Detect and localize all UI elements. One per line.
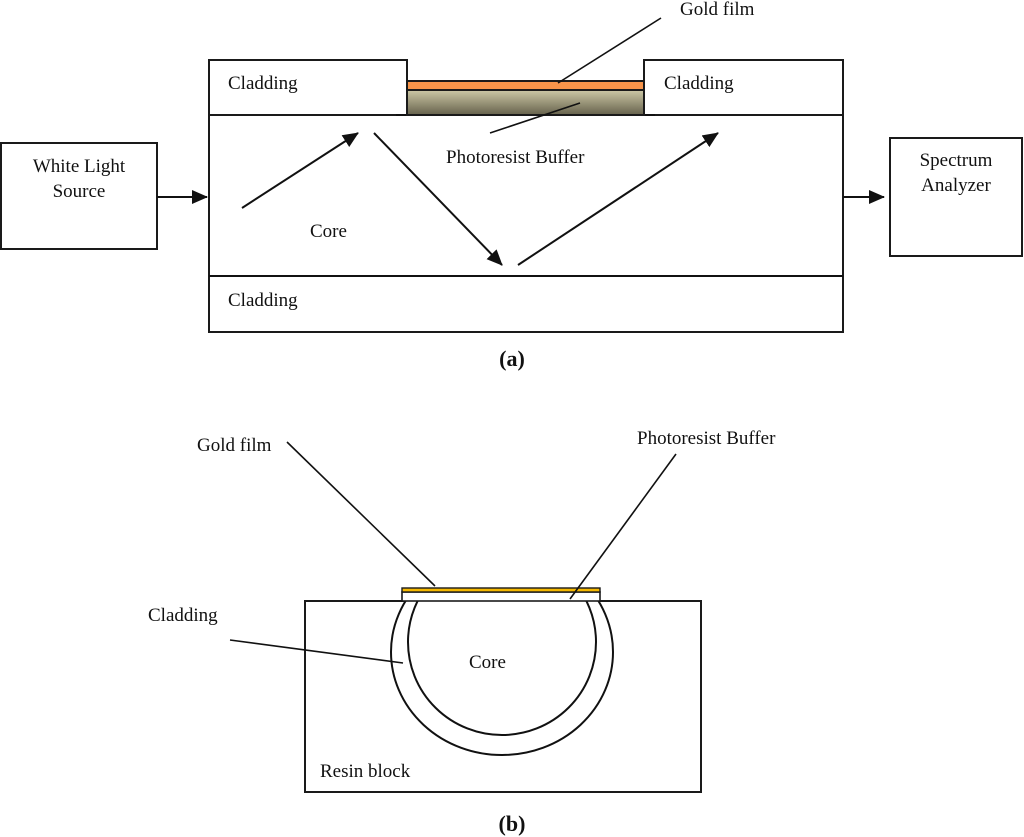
analyzer-label-line2: Analyzer xyxy=(921,175,991,196)
label-core-b: Core xyxy=(469,652,506,673)
gold-film-pointer-b xyxy=(286,441,436,587)
source-label-line2: Source xyxy=(53,181,106,202)
label-cladding-top-left: Cladding xyxy=(228,73,298,94)
label-cladding-bottom: Cladding xyxy=(228,290,298,311)
cladding-top-left-box xyxy=(208,59,408,116)
source-label-line1: White Light xyxy=(33,156,126,177)
light-ray-arrow-3 xyxy=(517,132,719,266)
cladding-pointer-b xyxy=(229,639,404,664)
gold-film-pointer-a xyxy=(557,17,662,84)
label-photoresist-buffer-b: Photoresist Buffer xyxy=(637,428,776,449)
caption-b: (b) xyxy=(499,811,526,836)
gold-film-layer-b xyxy=(401,587,601,593)
label-cladding-b: Cladding xyxy=(148,605,218,626)
source-box-frame xyxy=(0,142,158,250)
light-ray-arrow-1 xyxy=(241,132,359,209)
label-cladding-top-right: Cladding xyxy=(664,73,734,94)
photoresist-pointer-b xyxy=(569,453,677,600)
panel-a: White Light Source Cladding Cladding Cla… xyxy=(0,0,1023,371)
analyzer-box-frame xyxy=(889,137,1023,257)
panel-b: Gold film Photoresist Buffer Cladding Co… xyxy=(148,428,776,836)
caption-a: (a) xyxy=(499,346,525,371)
analyzer-label-line1: Spectrum xyxy=(920,150,993,171)
light-ray-arrow-2 xyxy=(373,132,503,266)
label-resin-block: Resin block xyxy=(320,761,411,782)
waveguide-body xyxy=(208,114,844,333)
spectrum-analyzer-box: Spectrum Analyzer xyxy=(889,137,1023,257)
label-gold-film-b: Gold film xyxy=(197,435,272,456)
label-gold-film-a: Gold film xyxy=(680,0,755,20)
label-photoresist-buffer-a: Photoresist Buffer xyxy=(446,147,585,168)
core-circle xyxy=(407,596,597,736)
photoresist-buffer-layer-a xyxy=(406,89,645,116)
photoresist-pointer-a xyxy=(489,102,581,134)
white-light-source-box: White Light Source xyxy=(0,142,158,250)
photoresist-buffer-layer-b xyxy=(401,591,601,602)
label-core: Core xyxy=(310,221,347,242)
gold-film-layer-a xyxy=(406,80,645,91)
